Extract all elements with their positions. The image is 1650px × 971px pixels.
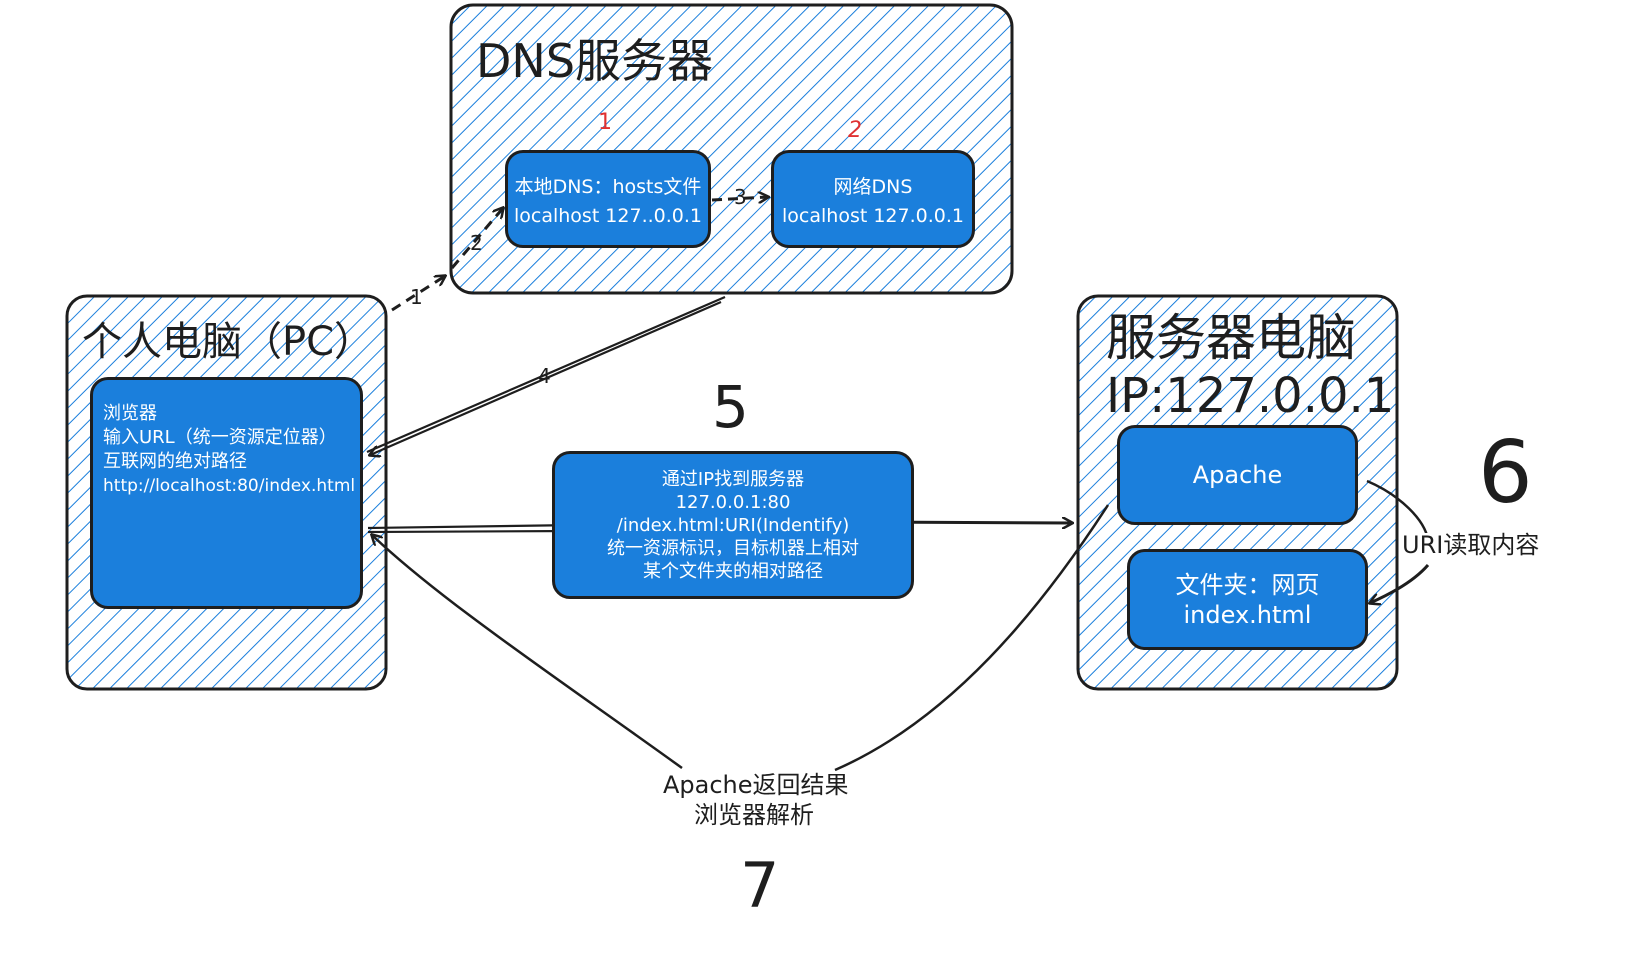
step-7-label: 7 — [740, 849, 780, 922]
dns-server-title: DNS服务器 — [476, 34, 714, 88]
server-ip: IP:127.0.0.1 — [1106, 368, 1395, 424]
middle-info-box: 通过IP找到服务器 127.0.0.1:80 /index.html:URI(I… — [552, 451, 914, 599]
step-6-label: 6 — [1478, 423, 1533, 523]
arrow-3-label: 3 — [734, 185, 747, 209]
arrow-4 — [366, 295, 726, 454]
pc-title: 个人电脑（PC） — [82, 319, 375, 365]
network-dns-box: 网络DNS localhost 127.0.0.1 — [771, 150, 975, 248]
middle-line1: 通过IP找到服务器 — [661, 468, 805, 490]
network-dns-line1: 网络DNS — [833, 175, 913, 198]
browser-line3: 互联网的绝对路径 — [103, 451, 247, 472]
return-line1: Apache返回结果 — [663, 771, 849, 799]
arrow-3 — [711, 197, 768, 200]
local-dns-box: 本地DNS：hosts文件 localhost 127..0.0.1 — [505, 150, 711, 248]
middle-line4: 统一资源标识，目标机器上相对 — [607, 537, 859, 559]
browser-box: 浏览器 输入URL（统一资源定位器） 互联网的绝对路径 http://local… — [90, 377, 363, 609]
arrow-4-line — [370, 300, 722, 455]
browser-line1: 浏览器 — [103, 403, 157, 424]
arrow-5-left — [367, 523, 579, 530]
browser-line4: http://localhost:80/index.html — [103, 476, 356, 496]
network-dns-line2: localhost 127.0.0.1 — [782, 204, 964, 227]
server-title: 服务器电脑 — [1106, 309, 1356, 367]
apache-box: Apache — [1117, 425, 1358, 525]
arrow-7-right — [834, 504, 1110, 772]
local-dns-line2: localhost 127..0.0.1 — [513, 204, 702, 227]
arrow-1-label: 1 — [410, 285, 423, 309]
dns-marker-2: 2 — [848, 118, 862, 143]
arrow-5-left-2 — [367, 529, 579, 534]
arrow-7-left — [372, 535, 683, 770]
arrow-1 — [391, 276, 445, 312]
local-dns-line1: 本地DNS：hosts文件 — [514, 175, 702, 198]
arrow-6-return — [1370, 564, 1430, 603]
arrow-2-label: 2 — [470, 231, 483, 255]
step-5-label: 5 — [712, 373, 749, 441]
folder-box: 文件夹：网页 index.html — [1127, 549, 1368, 650]
apache-label: Apache — [1192, 461, 1283, 489]
folder-line2: index.html — [1183, 600, 1312, 629]
dns-marker-1: 1 — [598, 110, 612, 135]
middle-line2: 127.0.0.1:80 — [675, 491, 791, 513]
arrow-4-label: 4 — [538, 364, 551, 388]
return-line2: 浏览器解析 — [694, 801, 814, 829]
browser-line2: 输入URL（统一资源定位器） — [103, 427, 337, 448]
middle-line5: 某个文件夹的相对路径 — [643, 560, 823, 582]
arrow-2 — [450, 208, 503, 269]
middle-line3: /index.html:URI(Indentify) — [616, 514, 850, 536]
folder-line1: 文件夹：网页 — [1175, 570, 1320, 599]
uri-read-label: URI读取内容 — [1402, 531, 1540, 559]
